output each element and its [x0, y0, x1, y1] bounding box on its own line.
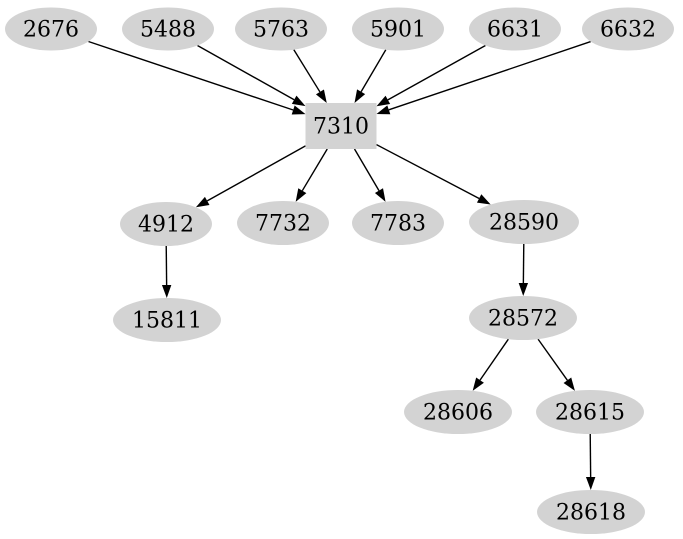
node-ellipse-shape — [120, 202, 212, 246]
edge-layer — [88, 40, 596, 491]
node-2676: 2676 — [5, 7, 97, 51]
edge-line — [197, 44, 295, 101]
node-layer: 2676 5488 5763 5901 6631 6632 7310 4912 7732 7783… — [5, 7, 674, 534]
edge-4912-15811 — [161, 245, 172, 299]
node-label: 28615 — [555, 401, 625, 426]
arrowhead — [563, 377, 575, 391]
node-28606: 28606 — [404, 390, 512, 434]
edge-7310-28590 — [376, 144, 491, 205]
node-ellipse-shape — [352, 201, 444, 245]
node-ellipse-shape — [237, 201, 329, 245]
node-4912: 4912 — [120, 202, 212, 246]
edge-5901-7310 — [354, 49, 387, 103]
node-label: 5488 — [140, 18, 196, 43]
node-ellipse-shape — [537, 490, 645, 534]
edge-line — [376, 144, 480, 200]
edge-7310-7783 — [353, 148, 386, 202]
node-label: 4912 — [138, 213, 194, 238]
node-label: 7783 — [370, 212, 426, 237]
arrowhead — [161, 284, 172, 299]
edge-line — [388, 40, 591, 111]
node-label: 15811 — [132, 309, 202, 334]
arrowhead — [295, 188, 307, 202]
edge-2676-7310 — [88, 40, 306, 115]
node-label: 28572 — [488, 307, 558, 332]
node-label: 6631 — [487, 18, 543, 43]
node-label: 5763 — [253, 18, 309, 43]
arrowhead — [195, 196, 210, 208]
node-label: 28618 — [556, 501, 626, 526]
node-ellipse-shape — [122, 7, 214, 51]
arrowhead — [315, 89, 327, 103]
edge-28572-28615 — [537, 338, 575, 391]
node-28615: 28615 — [536, 390, 644, 434]
node-ellipse-shape — [469, 296, 577, 340]
node-5488: 5488 — [122, 7, 214, 51]
node-6631: 6631 — [469, 7, 561, 51]
node-label: 5901 — [370, 18, 426, 43]
arrowhead — [291, 95, 306, 107]
node-7783: 7783 — [352, 201, 444, 245]
node-ellipse-shape — [113, 298, 221, 342]
node-label: 7310 — [313, 115, 369, 140]
node-ellipse-shape — [5, 7, 97, 51]
node-label: 28606 — [423, 401, 493, 426]
arrowhead — [354, 89, 366, 103]
node-ellipse-shape — [536, 390, 644, 434]
arrowhead — [376, 95, 391, 107]
node-label: 28590 — [489, 211, 559, 236]
edge-5763-7310 — [293, 49, 327, 103]
edge-line — [387, 44, 486, 101]
edge-line — [206, 145, 306, 202]
node-label: 7732 — [255, 212, 311, 237]
node-6632: 6632 — [582, 7, 674, 51]
edge-line — [537, 338, 568, 381]
edge-line — [353, 148, 380, 191]
edge-line — [360, 49, 387, 93]
node-7732: 7732 — [237, 201, 329, 245]
edge-line — [293, 49, 321, 93]
node-28590: 28590 — [469, 200, 579, 244]
edge-28572-28606 — [472, 338, 509, 391]
node-ellipse-shape — [404, 390, 512, 434]
arrowhead — [291, 105, 306, 115]
edge-7310-4912 — [195, 145, 306, 208]
node-7310: 7310 — [305, 103, 377, 149]
arrowhead — [585, 476, 596, 491]
node-box-shape — [305, 103, 377, 149]
node-5763: 5763 — [235, 7, 327, 51]
node-ellipse-shape — [235, 7, 327, 51]
arrowhead — [472, 377, 484, 391]
edge-6632-7310 — [376, 40, 591, 115]
node-ellipse-shape — [469, 7, 561, 51]
edge-7310-7732 — [295, 148, 328, 202]
edge-line — [301, 148, 328, 192]
edge-28615-28618 — [585, 433, 596, 491]
node-15811: 15811 — [113, 298, 221, 342]
node-28572: 28572 — [469, 296, 577, 340]
edge-28590-28572 — [518, 243, 529, 297]
edge-5488-7310 — [197, 44, 306, 107]
node-ellipse-shape — [469, 200, 579, 244]
node-label: 2676 — [23, 18, 79, 43]
node-label: 6632 — [600, 18, 656, 43]
node-ellipse-shape — [352, 7, 444, 51]
edge-line — [479, 338, 509, 381]
arrowhead — [518, 282, 529, 297]
node-28618: 28618 — [537, 490, 645, 534]
arrowhead — [374, 188, 386, 202]
node-ellipse-shape — [582, 7, 674, 51]
arrowhead — [476, 194, 491, 205]
arrowhead — [376, 105, 391, 115]
node-5901: 5901 — [352, 7, 444, 51]
edge-6631-7310 — [376, 44, 486, 107]
edge-line — [88, 40, 294, 111]
